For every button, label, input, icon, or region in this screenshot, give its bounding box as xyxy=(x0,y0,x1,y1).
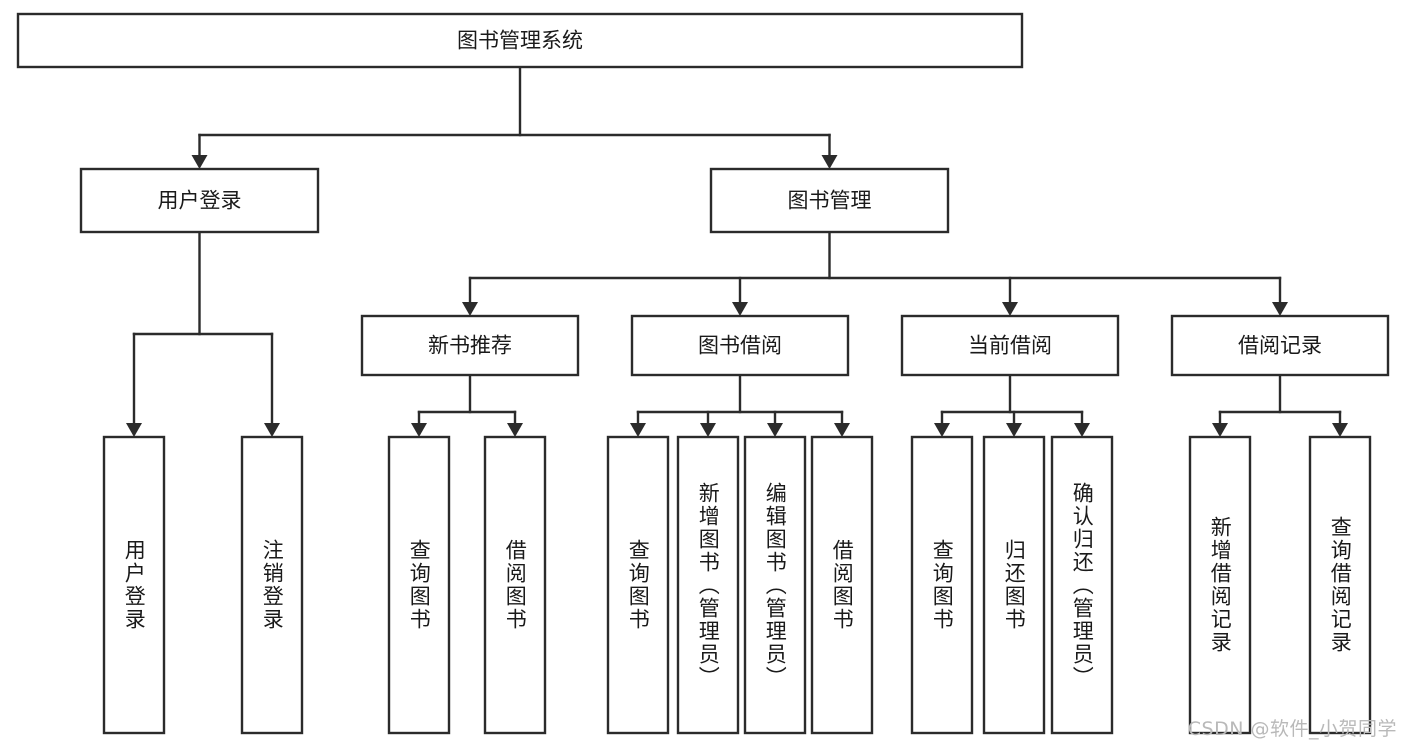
node-book-borrow-label: 图书借阅 xyxy=(698,334,782,358)
node-root-label: 图书管理系统 xyxy=(457,29,583,53)
edge-current-borrow-to-leaf-confirm-return-arrowhead xyxy=(1074,423,1090,437)
node-root[interactable]: 图书管理系统 xyxy=(16,12,1024,69)
node-user-login-rect[interactable] xyxy=(79,167,320,234)
edge-book-borrow-to-leaf-query-book-2-arrowhead xyxy=(630,423,646,437)
leaf-node-leaf-confirm-return[interactable] xyxy=(1050,435,1114,735)
edge-new-book-rec-to-leaf-borrow-book-1-arrowhead xyxy=(507,423,523,437)
leaf-node-leaf-query-book-1[interactable] xyxy=(387,435,451,735)
edge-bookmanage-to-book-borrow-arrowhead xyxy=(732,302,748,316)
leaf-node-leaf-query-book-3[interactable] xyxy=(910,435,974,735)
node-book-manage[interactable]: 图书管理 xyxy=(709,167,950,234)
node-new-book-rec-label: 新书推荐 xyxy=(428,334,512,358)
leaf-node-leaf-add-record[interactable] xyxy=(1188,435,1252,735)
edge-borrow-record-to-leaf-add-record-arrowhead xyxy=(1212,423,1228,437)
node-current-borrow-label: 当前借阅 xyxy=(968,334,1052,358)
node-book-manage-label: 图书管理 xyxy=(788,189,872,213)
node-book-borrow-rect[interactable] xyxy=(630,314,850,377)
watermark-text: CSDN @软件_小贺同学 xyxy=(1187,718,1397,740)
edge-bookmanage-to-current-borrow-arrowhead xyxy=(1002,302,1018,316)
node-borrow-record-rect[interactable] xyxy=(1170,314,1390,377)
node-current-borrow-rect[interactable] xyxy=(900,314,1120,377)
edges-layer xyxy=(126,65,1348,437)
edge-book-borrow-to-leaf-edit-book-arrowhead xyxy=(767,423,783,437)
edge-new-book-rec-to-leaf-query-book-1-arrowhead xyxy=(411,423,427,437)
leaf-node-leaf-logout[interactable] xyxy=(240,435,304,735)
edge-current-borrow-to-leaf-query-book-3-arrowhead xyxy=(934,423,950,437)
edge-bookmanage-to-new-book-rec-arrowhead xyxy=(462,302,478,316)
node-borrow-record-label: 借阅记录 xyxy=(1238,334,1322,358)
leaf-node-leaf-query-record[interactable] xyxy=(1308,435,1372,735)
node-borrow-record[interactable]: 借阅记录 xyxy=(1170,314,1390,377)
edge-root-to-book-manage-arrowhead xyxy=(821,155,838,169)
edge-root-to-user-login-arrowhead xyxy=(191,155,208,169)
node-new-book-rec[interactable]: 新书推荐 xyxy=(360,314,580,377)
leaf-node-leaf-edit-book[interactable] xyxy=(743,435,807,735)
leaf-node-leaf-return-book[interactable] xyxy=(982,435,1046,735)
leaf-node-leaf-query-book-2[interactable] xyxy=(606,435,670,735)
edge-userlogin-to-leaf-user-login-arrowhead xyxy=(126,423,142,437)
edge-borrow-record-to-leaf-query-record-arrowhead xyxy=(1332,423,1348,437)
node-root-rect[interactable] xyxy=(16,12,1024,69)
edge-current-borrow-to-leaf-return-book-arrowhead xyxy=(1006,423,1022,437)
leaf-node-leaf-add-book[interactable] xyxy=(676,435,740,735)
edge-book-borrow-to-leaf-add-book-arrowhead xyxy=(700,423,716,437)
edge-bookmanage-to-borrow-record-arrowhead xyxy=(1272,302,1288,316)
leaf-node-leaf-borrow-book-2[interactable] xyxy=(810,435,874,735)
leaf-node-leaf-borrow-book-1[interactable] xyxy=(483,435,547,735)
node-book-manage-rect[interactable] xyxy=(709,167,950,234)
edge-book-borrow-to-leaf-borrow-book-2-arrowhead xyxy=(834,423,850,437)
node-book-borrow[interactable]: 图书借阅 xyxy=(630,314,850,377)
node-user-login[interactable]: 用户登录 xyxy=(79,167,320,234)
edge-userlogin-to-leaf-logout-arrowhead xyxy=(264,423,280,437)
node-new-book-rec-rect[interactable] xyxy=(360,314,580,377)
leaf-node-leaf-user-login[interactable] xyxy=(102,435,166,735)
node-current-borrow[interactable]: 当前借阅 xyxy=(900,314,1120,377)
node-user-login-label: 用户登录 xyxy=(158,189,242,213)
